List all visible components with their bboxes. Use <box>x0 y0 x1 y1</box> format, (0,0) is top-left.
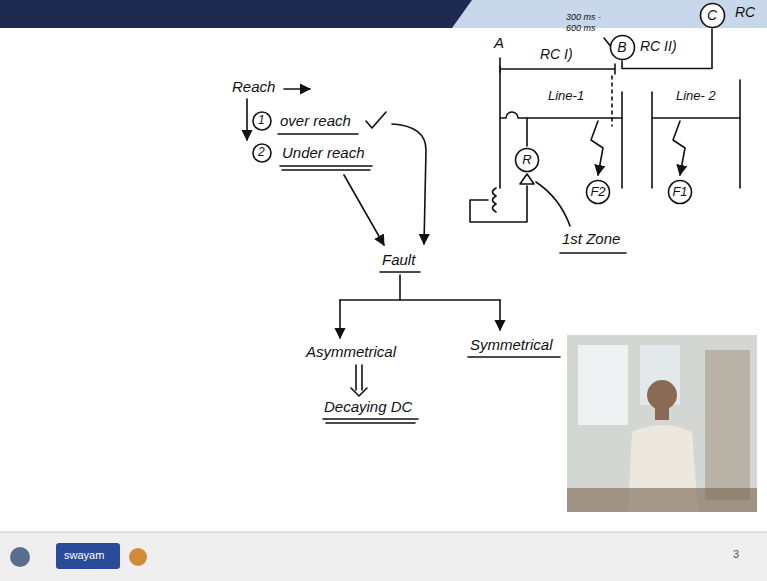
relay-triangle <box>520 174 534 184</box>
node-text: C <box>707 7 717 24</box>
relay-circle: R <box>514 147 540 173</box>
number-circle <box>253 144 271 162</box>
bus-bar <box>739 80 741 188</box>
connector <box>622 29 712 69</box>
fault-circle: F2 <box>585 179 611 205</box>
fault-arrow <box>673 121 685 175</box>
category-text: Symmetrical <box>470 336 553 354</box>
node-text: B <box>617 39 626 56</box>
video-inset <box>567 335 757 512</box>
page-number: 3 <box>733 548 739 561</box>
logo <box>10 547 30 567</box>
note-text: Decaying DC <box>324 398 412 416</box>
heading-text: Reach <box>232 78 275 96</box>
swayam-logo <box>56 543 120 569</box>
top-bar <box>0 0 767 28</box>
zone-label: 1st Zone <box>562 230 620 248</box>
wire <box>470 186 527 222</box>
bottom-bar <box>0 532 767 581</box>
bracket <box>500 64 615 74</box>
node-text: R <box>522 152 531 168</box>
relay-label: RC <box>735 4 755 21</box>
list-item: over reach <box>280 112 351 130</box>
logo-text: swayam <box>64 549 104 562</box>
line-name: Line-1 <box>548 88 584 104</box>
list-item: Under reach <box>282 144 365 162</box>
top-bar-dark <box>0 0 472 28</box>
ct-symbol <box>493 188 497 212</box>
arrow <box>392 124 426 244</box>
bus-circle: C <box>699 2 726 29</box>
bus-circle: B <box>609 34 636 61</box>
bus-bar <box>621 92 623 188</box>
check-mark <box>366 112 386 128</box>
node-text: F2 <box>590 184 605 200</box>
node-text: F1 <box>672 184 687 200</box>
relay-label: RC I) <box>540 46 573 63</box>
callout-number: 2 <box>258 145 265 159</box>
arrow <box>284 88 310 90</box>
time-label: 300 ms - 600 ms <box>566 12 606 34</box>
line <box>500 112 740 118</box>
leader <box>536 182 570 226</box>
category-text: Asymmetrical <box>306 343 396 361</box>
relay-label: RC II) <box>640 38 677 55</box>
bus-name: A <box>494 34 504 52</box>
bus-bar <box>499 58 501 188</box>
arrow <box>344 175 384 245</box>
arrow <box>246 99 248 140</box>
callout-number: 1 <box>258 113 265 127</box>
heading-text: Fault <box>382 251 415 269</box>
number-circle <box>253 112 271 130</box>
line-name: Line- 2 <box>676 88 716 104</box>
bus-bar <box>651 92 653 188</box>
fault-arrow <box>591 121 603 175</box>
logo <box>129 548 147 566</box>
fault-circle: F1 <box>667 179 693 205</box>
